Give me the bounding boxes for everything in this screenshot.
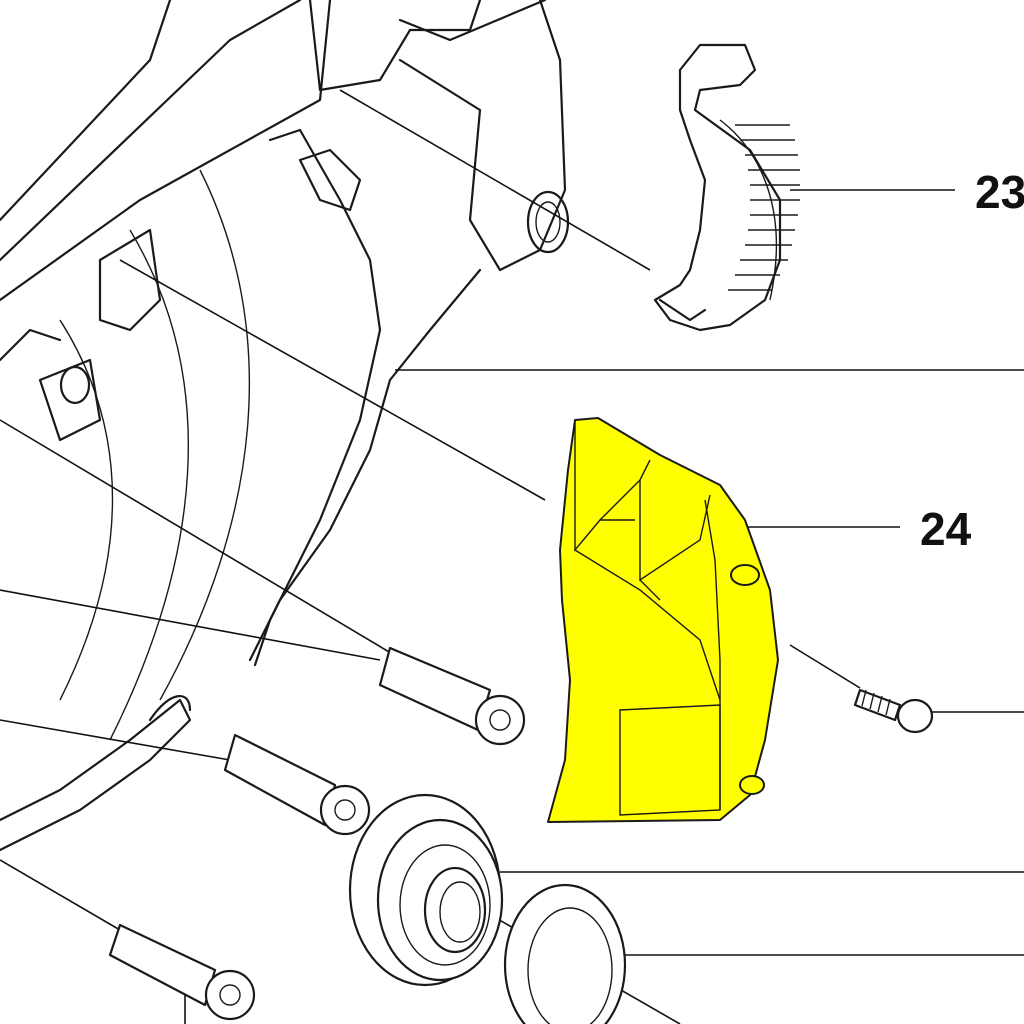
bolt-long-1: [378, 646, 526, 746]
seal-ring: [503, 883, 627, 1024]
belt-segment-part-23: [653, 43, 800, 332]
screw-small: [853, 688, 934, 734]
leader-lines: [0, 89, 1024, 1024]
cover-part-24: [547, 417, 779, 823]
callout-24: 24: [920, 503, 972, 555]
bolt-long-3: [108, 923, 256, 1021]
callout-23: 23: [975, 166, 1024, 218]
ball-bearing: [348, 793, 504, 987]
bolt-long-2: [223, 733, 371, 836]
crankcase-housing: [0, 0, 570, 852]
